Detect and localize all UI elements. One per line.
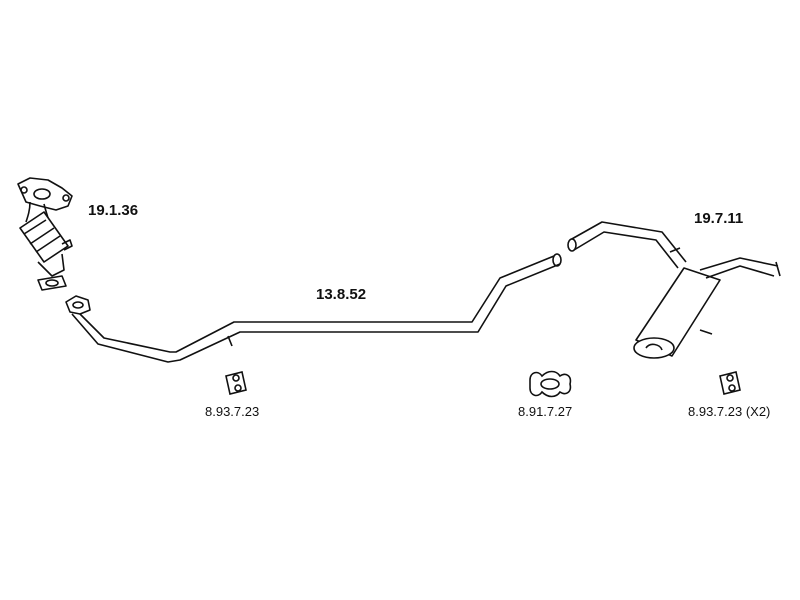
clamp-code: 8.91.7.27: [518, 404, 573, 419]
middle-pipe-part[interactable]: [65, 253, 562, 363]
clamp-part[interactable]: [529, 370, 572, 398]
manifold-catalyst-part[interactable]: [17, 177, 73, 291]
manifold-catalyst-code: 19.1.36: [88, 202, 139, 219]
middle-pipe-code: 13.8.52: [316, 286, 367, 303]
rubber-hanger-front-code: 8.93.7.23: [205, 404, 260, 419]
rubber-hanger-front-part[interactable]: [225, 371, 247, 395]
rubber-hanger-rear-part[interactable]: [719, 371, 741, 395]
rear-silencer-code: 19.7.11: [694, 210, 744, 227]
rear-silencer-part[interactable]: [567, 221, 781, 359]
rubber-hanger-rear-code: 8.93.7.23 (X2): [688, 404, 771, 419]
